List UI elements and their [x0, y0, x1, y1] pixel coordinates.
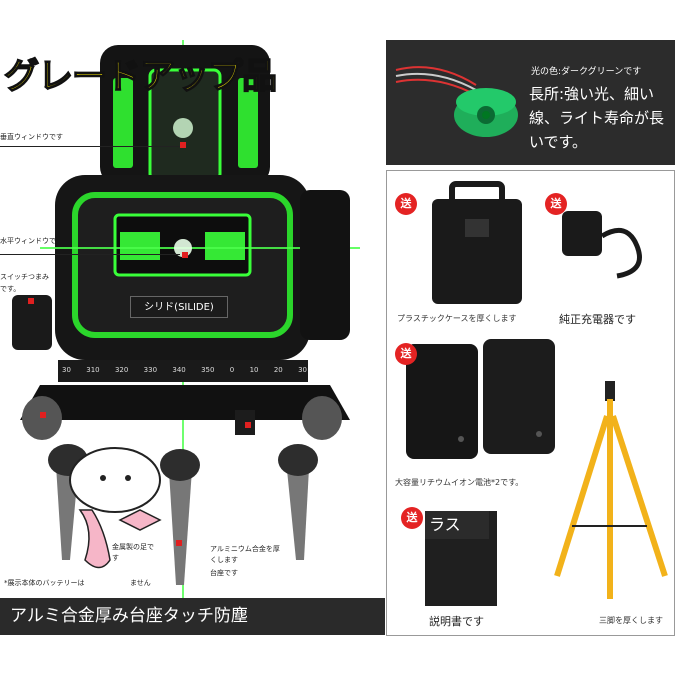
leveling-knob-right	[302, 396, 342, 440]
callout-line	[0, 146, 180, 147]
horizontal-window-left-pane	[120, 232, 160, 260]
manual-caption: 説明書です	[429, 615, 484, 628]
dial-ring	[58, 360, 308, 382]
callout-line	[0, 254, 180, 255]
product-panel: グレードアップ品 垂直ウィンドウです 水平ウィンドウで スイッチつまみ です。 …	[0, 40, 385, 635]
tripod-caption: 三脚を厚くします	[599, 616, 663, 625]
charger-caption: 純正充電器です	[559, 313, 636, 326]
bonus-badge: 送	[545, 193, 567, 215]
callout-horizontal-window: 水平ウィンドウで	[0, 237, 56, 245]
callout-switch-knob-2: です。	[0, 285, 21, 293]
laser-diode-image	[395, 66, 518, 137]
accessories-panel: 送 プラスチックケースを厚くします 送 純正充電器です 送 大容量リチウムイオン…	[386, 170, 675, 636]
callout-switch-knob: スイッチつまみ	[0, 273, 49, 281]
callout-feet-2: す	[112, 554, 119, 562]
pink-bag-sticker	[78, 509, 111, 569]
callout-aluminum-2: くします	[210, 556, 238, 564]
bottom-banner: アルミ合金厚み台座タッチ防塵	[0, 598, 385, 635]
tripod-image	[554, 381, 668, 599]
callout-feet: 金属製の足で	[112, 543, 154, 551]
foot-knob-right	[278, 444, 318, 476]
battery-housing	[300, 190, 350, 340]
side-window-right	[238, 78, 258, 168]
callout-vertical-window: 垂直ウィンドウです	[0, 133, 63, 141]
puppy-sticker	[69, 447, 161, 513]
foot-right	[285, 450, 310, 560]
dial-scale: 30 310 320 330 340 350 0 10 20 30	[62, 366, 307, 374]
bonus-badge: 送	[395, 193, 417, 215]
carry-case-image	[432, 181, 522, 304]
battery-image	[406, 339, 555, 459]
charger-image	[562, 211, 642, 279]
pink-bow-sticker	[118, 509, 162, 531]
side-window-left	[113, 78, 133, 168]
headline: グレードアップ品	[3, 56, 278, 98]
foot-knob-center	[160, 449, 200, 481]
case-caption: プラスチックケースを厚くします	[397, 314, 517, 323]
switch-knob	[12, 295, 52, 350]
bonus-badge: 送	[395, 343, 417, 365]
diode-color-text: 光の色:ダークグリーンです	[531, 67, 642, 77]
battery-caption: 大容量リチウムイオン電池*2です。	[395, 478, 524, 487]
battery-note: *展示本体のバッテリーは	[4, 579, 85, 587]
battery-note-2: ません	[130, 579, 151, 587]
manual-overlay-text: ラス	[425, 511, 489, 539]
callout-base: 台座です	[210, 569, 238, 577]
foot-center	[168, 455, 193, 585]
horizontal-window-right-pane	[205, 232, 245, 260]
aluminum-base	[20, 385, 350, 420]
vertical-laser-spot	[173, 118, 193, 138]
brand-label: シリド(SILIDE)	[130, 296, 228, 318]
callout-aluminum: アルミニウム合金を厚	[210, 545, 280, 553]
bonus-badge: 送	[401, 507, 423, 529]
diode-panel: 光の色:ダークグリーンです 長所:強い光、細い線、ライト寿命が長いです。	[386, 40, 675, 165]
diode-description: 長所:強い光、細い線、ライト寿命が長いです。	[529, 85, 665, 151]
laser-level-image	[12, 40, 360, 600]
